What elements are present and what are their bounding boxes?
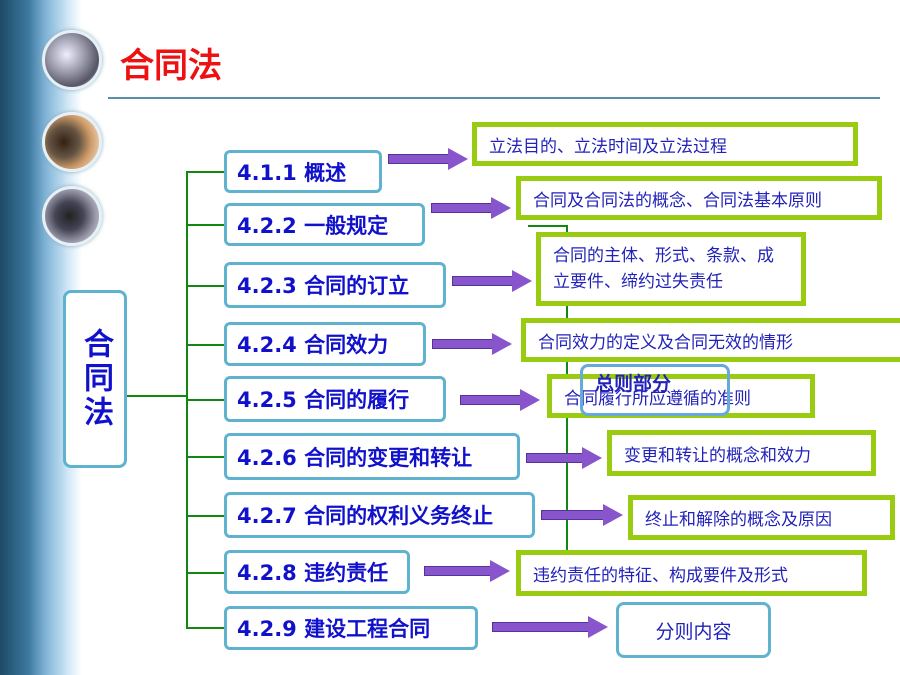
tree-branch <box>186 399 224 401</box>
arrow-icon <box>432 333 512 355</box>
detail-box: 合同效力的定义及合同无效的情形 <box>521 318 900 362</box>
arrow-icon <box>424 560 510 582</box>
arrow-icon <box>460 389 540 411</box>
section-box: 4.2.5 合同的履行 <box>224 376 446 422</box>
arrow-icon <box>388 148 468 170</box>
arrow-icon <box>431 197 511 219</box>
detail-box: 变更和转让的概念和效力 <box>607 430 876 476</box>
tree-root-link <box>127 395 187 397</box>
tree-branch <box>186 344 224 346</box>
tree-branch <box>186 224 224 226</box>
specific-provisions-box: 分则内容 <box>616 602 771 658</box>
documents-photo <box>42 30 102 90</box>
arrow-icon <box>526 447 602 469</box>
arrow-icon <box>541 504 623 526</box>
general-part-box: 总则部分 <box>580 364 730 416</box>
walking-people-photo <box>42 186 102 246</box>
page-title: 合同法 <box>120 46 222 86</box>
arrow-icon <box>452 270 532 292</box>
tree-branch <box>186 572 224 574</box>
tree-branch <box>186 171 224 173</box>
section-box: 4.2.4 合同效力 <box>224 322 426 366</box>
bracket-tick <box>528 225 568 227</box>
tree-branch <box>186 627 224 629</box>
section-box: 4.2.6 合同的变更和转让 <box>224 433 520 480</box>
business-people-photo <box>42 112 102 172</box>
section-box: 4.2.8 违约责任 <box>224 550 410 594</box>
section-box: 4.2.2 一般规定 <box>224 203 425 246</box>
tree-branch <box>186 285 224 287</box>
arrow-icon <box>492 616 608 638</box>
detail-box: 立法目的、立法时间及立法过程 <box>472 122 858 166</box>
detail-box: 合同及合同法的概念、合同法基本原则 <box>516 176 882 220</box>
section-box: 4.2.7 合同的权利义务终止 <box>224 492 535 538</box>
title-divider <box>108 97 880 99</box>
section-box: 4.2.9 建设工程合同 <box>224 606 478 650</box>
section-box: 4.2.3 合同的订立 <box>224 262 446 308</box>
detail-box: 违约责任的特征、构成要件及形式 <box>516 550 867 596</box>
detail-box: 终止和解除的概念及原因 <box>628 495 895 540</box>
detail-box: 合同履行所应遵循的准则 <box>547 374 815 418</box>
tree-branch <box>186 515 224 517</box>
detail-box: 合同的主体、形式、条款、成立要件、缔约过失责任 <box>536 232 806 306</box>
tree-branch <box>186 456 224 458</box>
root-box: 合同法 <box>63 290 127 468</box>
section-box: 4.1.1 概述 <box>224 150 382 193</box>
